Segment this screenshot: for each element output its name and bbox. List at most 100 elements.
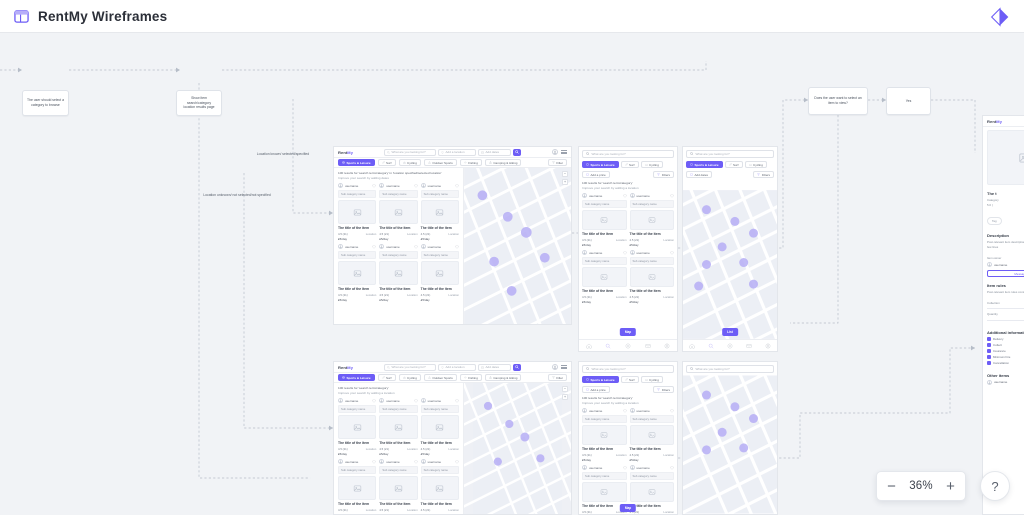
map-zoom-in-button[interactable]: + xyxy=(562,179,568,185)
heart-icon[interactable] xyxy=(670,194,674,198)
user-icon[interactable] xyxy=(552,364,558,370)
search-submit-button[interactable] xyxy=(513,148,522,156)
flow-note-show-results[interactable]: Show item search/category location resul… xyxy=(176,90,222,116)
category-pill-surf[interactable]: Surf xyxy=(377,159,396,166)
price-filter-button[interactable]: Add a price xyxy=(582,386,610,393)
mobile-search-bar[interactable]: What are you looking for? xyxy=(683,147,777,161)
search-input[interactable]: What are you looking for? xyxy=(582,365,674,373)
zoom-level-value[interactable]: 36% xyxy=(909,480,933,492)
heart-icon[interactable] xyxy=(455,184,459,188)
map-zoom-out-button[interactable]: − xyxy=(562,171,568,177)
search-bar[interactable]: What are you looking for? Add a location… xyxy=(384,148,522,156)
search-location-input[interactable]: Add a location xyxy=(438,363,477,371)
search-dates-input[interactable]: Add dates xyxy=(478,363,512,371)
item-card[interactable]: username Sub category name The title of … xyxy=(582,408,627,462)
item-card[interactable]: username Sub category name The title of … xyxy=(629,193,674,247)
results-list[interactable]: 100 results for 'search term/category' I… xyxy=(579,181,677,304)
item-card[interactable]: username Sub category name The title of … xyxy=(379,398,418,456)
category-pill-cycling[interactable]: Cycling xyxy=(640,161,663,168)
board-canvas[interactable]: The user should select a category to bro… xyxy=(0,33,1024,515)
item-card[interactable]: username Sub category name The title of … xyxy=(582,250,627,304)
user-icon[interactable] xyxy=(552,149,558,155)
item-card[interactable]: username Sub category name The title of … xyxy=(629,408,674,462)
map-zoom-controls[interactable]: − + xyxy=(562,171,568,185)
diamond-logo-icon[interactable] xyxy=(990,7,1010,27)
heart-icon[interactable] xyxy=(622,409,627,413)
bottom-tab-bar[interactable] xyxy=(579,339,677,351)
category-filter-bar[interactable]: Sports & Leisure Surf Cycling Outdoor Sp… xyxy=(334,158,571,168)
bottom-tab-bar[interactable] xyxy=(683,339,777,351)
app-logo[interactable]: RentMy xyxy=(338,364,354,370)
secondary-filter-bar[interactable]: Add dates Filters xyxy=(683,171,777,181)
mobile-search-bar[interactable]: What are you looking for? xyxy=(579,147,677,161)
category-filter-bar[interactable]: Sports & Leisure Surf Cycling xyxy=(683,161,777,171)
desktop-search-results-frame-2[interactable]: RentMy What are you looking for? Add a l… xyxy=(333,361,572,515)
results-list[interactable]: 100 results for 'search term/category' I… xyxy=(579,396,677,514)
hamburger-icon[interactable] xyxy=(561,149,567,155)
item-card[interactable]: username Sub category name The title of … xyxy=(582,193,627,247)
price-filter-button[interactable]: Add a price xyxy=(582,171,610,178)
category-pill-cycling[interactable]: Cycling xyxy=(398,374,421,381)
search-icon[interactable] xyxy=(605,343,611,349)
results-map[interactable]: − + xyxy=(463,383,571,514)
heart-icon[interactable] xyxy=(455,399,459,403)
list-toggle-button[interactable]: List xyxy=(722,328,738,336)
category-pill-sports-leisure[interactable]: Sports & Leisure xyxy=(582,161,619,168)
heart-icon[interactable] xyxy=(372,460,376,464)
search-query-input[interactable]: What are you looking for? xyxy=(384,148,437,156)
category-filter-bar[interactable]: Sports & Leisure Surf Cycling xyxy=(579,376,677,386)
map-zoom-in-button[interactable]: + xyxy=(562,394,568,400)
flow-note-select-category[interactable]: The user should select a category to bro… xyxy=(22,90,69,116)
mobile-search-bar[interactable]: What are you looking for? xyxy=(683,362,777,376)
heart-icon[interactable] xyxy=(455,460,459,464)
heart-icon[interactable] xyxy=(622,466,627,470)
heart-icon[interactable] xyxy=(372,399,376,403)
profile-icon[interactable] xyxy=(765,343,771,349)
item-card[interactable]: username Sub category name The title of … xyxy=(420,244,459,302)
filters-button[interactable]: Filters xyxy=(753,171,774,178)
item-card[interactable]: username Sub category name The title of … xyxy=(379,459,418,514)
secondary-filter-bar[interactable]: Add a price Filters xyxy=(579,386,677,396)
search-icon[interactable] xyxy=(708,343,714,349)
heart-icon[interactable] xyxy=(455,245,459,249)
heart-icon[interactable] xyxy=(372,184,376,188)
category-pill-surf[interactable]: Surf xyxy=(724,161,743,168)
item-card[interactable]: username Sub category name The title of … xyxy=(582,465,627,514)
heart-icon[interactable] xyxy=(413,245,418,249)
category-pill-cycling[interactable]: Cycling xyxy=(398,159,421,166)
filter-button[interactable]: Filter xyxy=(547,159,567,166)
profile-icon[interactable] xyxy=(664,343,670,349)
category-pill-outdoor-sports[interactable]: Outdoor Sports xyxy=(423,374,457,381)
flow-note-select-item-question[interactable]: Does the user want to select an item to … xyxy=(808,87,868,115)
category-pill-surf[interactable]: Surf xyxy=(377,374,396,381)
filter-button[interactable]: Filter xyxy=(547,374,567,381)
map-viewport[interactable] xyxy=(683,190,777,339)
category-pill-outdoor-sports[interactable]: Outdoor Sports xyxy=(423,159,457,166)
heart-icon[interactable] xyxy=(372,245,376,249)
zoom-out-button[interactable]: − xyxy=(887,477,896,495)
category-filter-bar[interactable]: Sports & Leisure Surf Cycling xyxy=(579,161,677,171)
search-bar[interactable]: What are you looking for? Add a location… xyxy=(384,363,522,371)
item-card[interactable]: username Sub category name The title of … xyxy=(338,244,377,302)
item-card[interactable]: username Sub category name The title of … xyxy=(338,459,377,514)
app-logo[interactable]: RentMy xyxy=(987,118,1003,124)
secondary-filter-bar[interactable]: Add a price Filters xyxy=(579,171,677,181)
account-area[interactable] xyxy=(552,364,567,370)
category-filter-bar[interactable]: Sports & Leisure Surf Cycling Outdoor Sp… xyxy=(334,373,571,383)
zoom-in-button[interactable]: + xyxy=(946,477,955,495)
add-icon[interactable] xyxy=(727,343,733,349)
filters-button[interactable]: Filters xyxy=(653,171,674,178)
category-pill-sports-leisure[interactable]: Sports & Leisure xyxy=(338,159,375,166)
map-zoom-controls[interactable]: − + xyxy=(562,386,568,400)
category-pill-camping-hiking[interactable]: Camping & Hiking xyxy=(484,374,522,381)
item-card[interactable]: username Sub category name The title of … xyxy=(420,183,459,241)
search-location-input[interactable]: Add a location xyxy=(438,148,477,156)
category-pill-camping-hiking[interactable]: Camping & Hiking xyxy=(484,159,522,166)
heart-icon[interactable] xyxy=(622,251,627,255)
mobile-map-frame-2[interactable]: What are you looking for? xyxy=(682,361,778,515)
category-pill-sports-leisure[interactable]: Sports & Leisure xyxy=(686,161,723,168)
item-detail-frame[interactable]: RentMy The t Category 5.0 ( Tag Descript… xyxy=(982,115,1024,515)
category-pill-cycling[interactable]: Cycling xyxy=(640,376,663,383)
flow-note-yes[interactable]: Yes xyxy=(886,87,931,115)
heart-icon[interactable] xyxy=(670,409,674,413)
